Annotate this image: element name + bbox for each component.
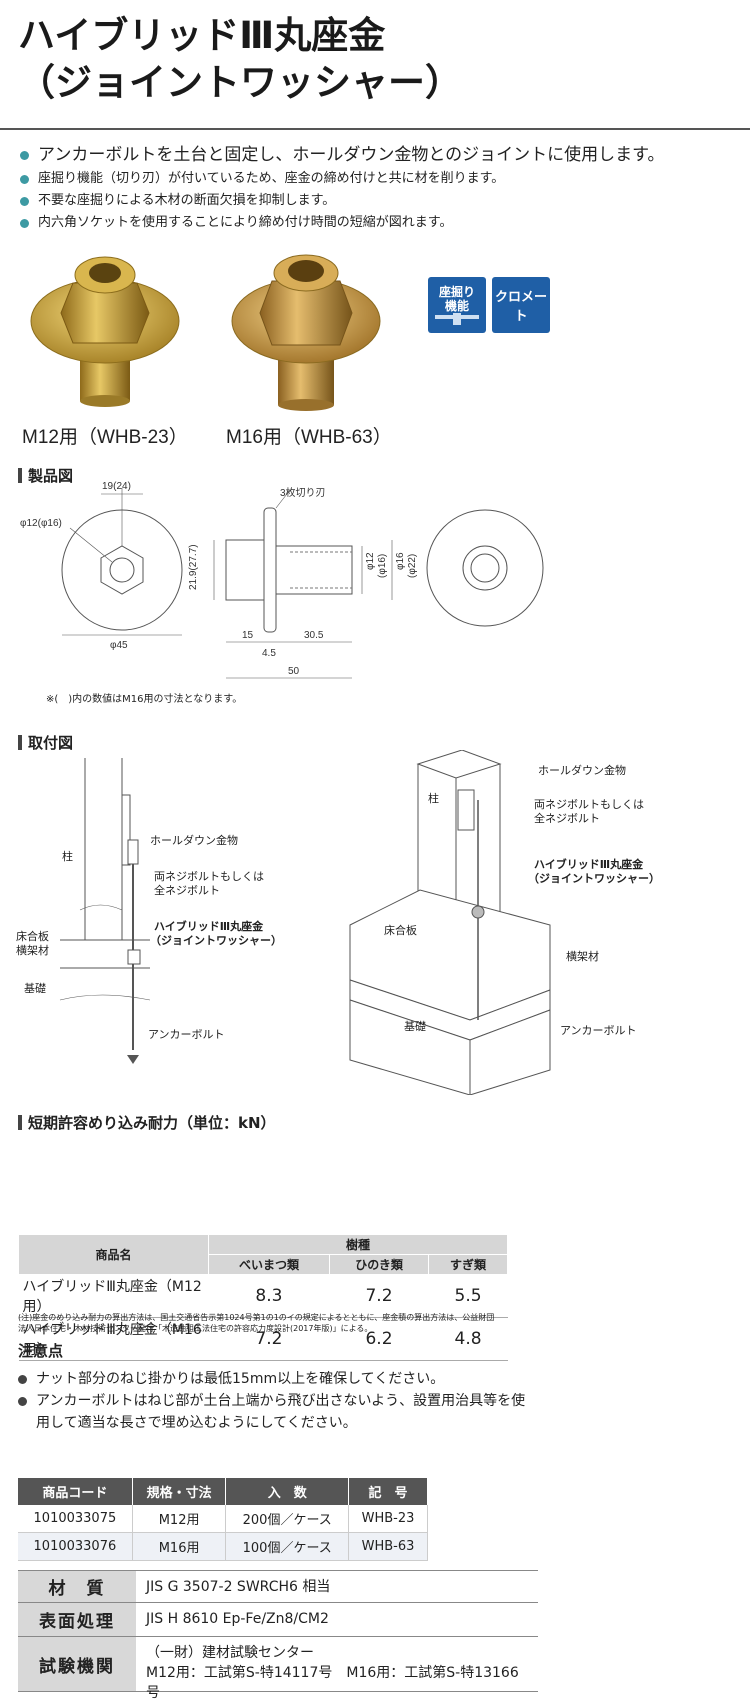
col-header: 規格・寸法 (132, 1478, 227, 1505)
col-header: べいまつ類 (208, 1254, 330, 1275)
label-base-left: 基礎 (24, 982, 46, 995)
label-floor-right: 床合板 (384, 924, 417, 937)
dim-blade: 3枚切り刃 (280, 488, 326, 499)
label-washer-right-2: （ジョイントワッシャー） (528, 872, 660, 885)
title-line-1: ハイブリッドⅢ丸座金 (18, 14, 386, 57)
dim-hex: 19(24) (102, 481, 131, 492)
product-drawing (61, 488, 544, 679)
badge-zahori: 座掘り機能 (428, 277, 486, 333)
col-header-name: 商品名 (18, 1234, 209, 1275)
label-anchor-left: アンカーボルト (148, 1028, 225, 1041)
label-holdown-left: ホールダウン金物 (150, 834, 238, 847)
section-bar (18, 468, 22, 483)
bullet-dot-icon (20, 219, 29, 228)
label-beam-left: 横架材 (16, 944, 49, 957)
bullet-dot-icon (20, 175, 29, 184)
dim-bore: φ12(φ16) (20, 518, 62, 529)
feature-item: 内六角ソケットを使用することにより締め付け時間の短縮が図れます。 (20, 212, 740, 234)
label-holdown-right: ホールダウン金物 (538, 764, 626, 777)
spec-row: 試験機関 （一財）建材試験センター M12用：工試第S-特14117号 M16用… (18, 1636, 538, 1701)
product-caption-m12: M12用（WHB-23） (22, 427, 188, 448)
table-row: 1010033075 M12用 200個／ケース WHB-23 (18, 1505, 428, 1533)
dim-total: 50 (288, 666, 300, 677)
col-header: 入 数 (225, 1478, 350, 1505)
label-washer-left-2: （ジョイントワッシャー） (150, 934, 282, 947)
dim-d2b: (φ22) (407, 553, 418, 578)
label-bolt-full-left: 全ネジボルト (154, 884, 220, 897)
dim-height: 21.9(27.7) (188, 544, 199, 590)
spec-table: 材 質 JIS G 3507-2 SWRCH6 相当 表面処理 JIS H 86… (18, 1570, 538, 1701)
dim-outer: φ45 (110, 640, 128, 651)
caution-heading: 注意点 (18, 1342, 64, 1360)
label-bolt-both-right: 両ネジボルトもしくは (534, 798, 644, 811)
col-header-group: 樹種 (208, 1234, 508, 1255)
badge-chromate: クロメート (492, 277, 550, 333)
label-beam-right: 横架材 (566, 950, 599, 963)
bullet-dot-icon (18, 1375, 27, 1384)
section-capacity: 短期許容めり込み耐力（単位：kN） (18, 1112, 276, 1133)
title-rule (0, 128, 750, 130)
badge-zahori-label: 座掘り機能 (438, 285, 475, 313)
dim-d2: φ16 (395, 552, 406, 570)
install-drawing (59, 750, 551, 1095)
label-anchor-right: アンカーボルト (560, 1024, 637, 1037)
table-row: ハイブリッドⅢ丸座金（M12用） 8.3 7.2 5.5 (18, 1274, 508, 1318)
section-bar (18, 735, 22, 750)
feature-list: アンカーボルトを土台と固定し、ホールダウン金物とのジョイントに使用します。 座掘… (20, 142, 740, 234)
dim-l3: 4.5 (262, 648, 276, 659)
col-header: 商品コード (18, 1478, 133, 1505)
section-product-drawing: 製品図 (18, 465, 73, 486)
col-header: ひのき類 (328, 1254, 430, 1275)
feature-item: アンカーボルトを土台と固定し、ホールダウン金物とのジョイントに使用します。 (20, 142, 740, 168)
bullet-dot-icon (18, 1397, 27, 1406)
capacity-table: 商品名 樹種 べいまつ類 ひのき類 すぎ類 ハイブリッドⅢ丸座金（M12用） 8… (18, 1234, 508, 1361)
dim-l2: 30.5 (304, 630, 324, 641)
dim-d1b: (φ16) (377, 553, 388, 578)
product-caption-m16: M16用（WHB-63） (226, 427, 392, 448)
label-post-left: 柱 (62, 850, 73, 863)
label-washer-left-1: ハイブリッドⅢ丸座金 (154, 920, 264, 933)
caution-item: アンカーボルトはねじ部が土台上端から飛び出さないよう、設置用治具等を使 (18, 1390, 738, 1412)
section-bar (18, 1115, 22, 1130)
spec-row: 表面処理 JIS H 8610 Ep-Fe/Zn8/CM2 (18, 1602, 538, 1636)
caution-item-cont: 用して適当な長さで埋め込むようにしてください。 (36, 1415, 357, 1431)
label-post-right: 柱 (428, 792, 439, 805)
dimension-note: ※( )内の数値はM16用の寸法となります。 (46, 694, 243, 705)
cutting-icon (435, 313, 479, 325)
bullet-dot-icon (20, 151, 29, 160)
feature-item: 不要な座掘りによる木材の断面欠損を抑制します。 (20, 190, 740, 212)
table-row: 1010033076 M16用 100個／ケース WHB-63 (18, 1532, 428, 1561)
col-header: すぎ類 (428, 1254, 508, 1275)
order-table: 商品コード 規格・寸法 入 数 記 号 1010033075 M12用 200個… (18, 1478, 428, 1561)
product-photo-m16 (231, 254, 381, 411)
bullet-dot-icon (20, 197, 29, 206)
label-bolt-full-right: 全ネジボルト (534, 812, 600, 825)
capacity-note: (注)座金のめり込み耐力の算出方法は、国土交通省告示第1024号第1の1のイの規… (18, 1313, 495, 1333)
feature-item: 座掘り機能（切り刃）が付いているため、座金の締め付けと共に材を削ります。 (20, 168, 740, 190)
product-photo-m12 (30, 256, 180, 407)
label-washer-right-1: ハイブリッドⅢ丸座金 (534, 858, 644, 871)
caution-list: ナット部分のねじ掛かりは最低15mm以上を確保してください。 アンカーボルトはね… (18, 1368, 738, 1434)
label-floor-left: 床合板 (16, 930, 49, 943)
dim-l1: 15 (242, 630, 254, 641)
section-install-drawing: 取付図 (18, 732, 73, 753)
spec-row: 材 質 JIS G 3507-2 SWRCH6 相当 (18, 1570, 538, 1602)
page-title: ハイブリッドⅢ丸座金 （ジョイントワッシャー） (18, 12, 462, 106)
table-row: ハイブリッドⅢ丸座金（M16用） 7.2 6.2 4.8 (18, 1317, 508, 1361)
dim-d1: φ12 (365, 552, 376, 570)
col-header: 記 号 (348, 1478, 428, 1505)
label-bolt-both-left: 両ネジボルトもしくは (154, 870, 264, 883)
label-base-right: 基礎 (404, 1020, 426, 1033)
title-line-2: （ジョイントワッシャー） (18, 61, 462, 104)
caution-item: ナット部分のねじ掛かりは最低15mm以上を確保してください。 (18, 1368, 738, 1390)
